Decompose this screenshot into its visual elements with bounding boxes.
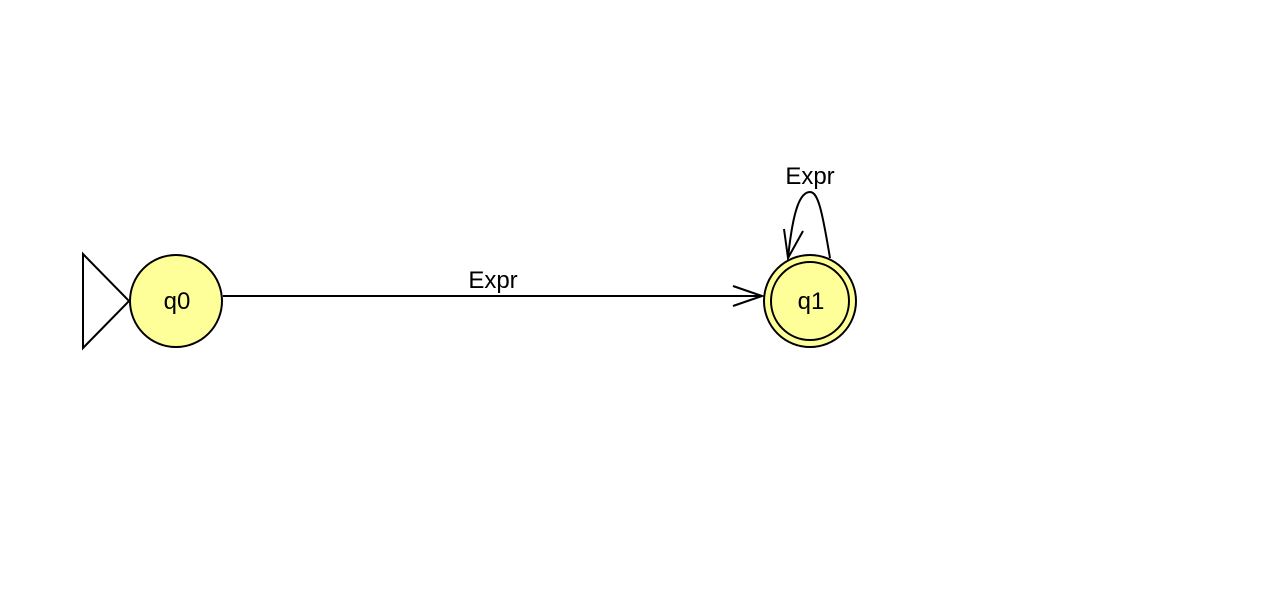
transition-q1-q1[interactable]: Expr — [783, 163, 835, 262]
state-q0[interactable]: q0 — [129, 254, 223, 348]
transition-q1-q1-label: Expr — [785, 163, 834, 190]
transition-q0-q1-label: Expr — [468, 267, 517, 294]
state-q0-label: q0 — [164, 288, 191, 315]
transition-q0-q1[interactable]: Expr — [223, 267, 766, 307]
state-q1-inner-circle — [770, 261, 850, 341]
initial-state-marker — [82, 251, 131, 351]
state-q1[interactable]: q1 — [763, 254, 857, 348]
state-q0-circle — [129, 254, 223, 348]
state-q1-label: q1 — [798, 288, 825, 315]
